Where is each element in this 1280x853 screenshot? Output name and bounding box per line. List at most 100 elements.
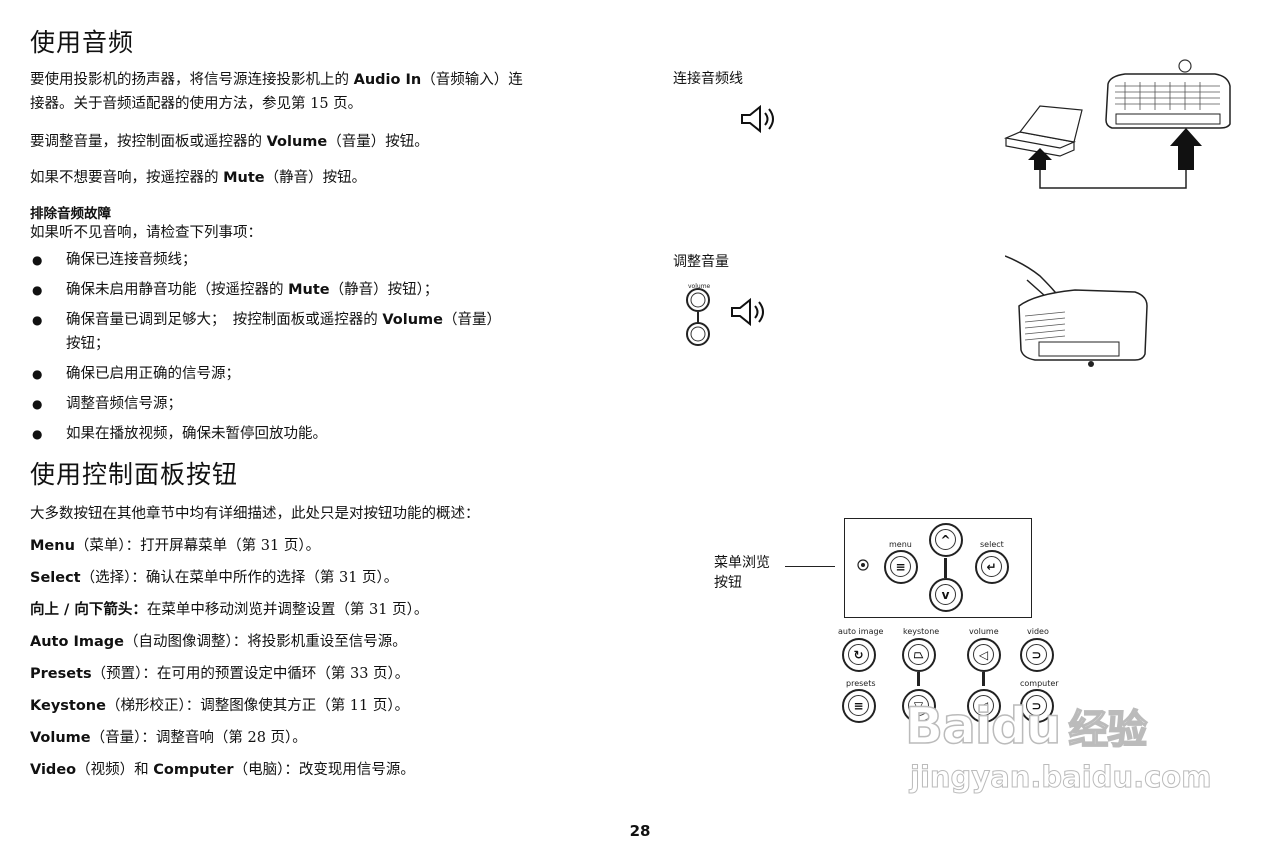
list-item: 向上 / 向下箭头：在菜单中移动浏览并调整设置（第 31 页）。 xyxy=(30,598,630,622)
list-icon: ≡ xyxy=(848,695,869,716)
speaker-icon xyxy=(731,297,764,327)
trapezoid-inverted-icon: ▽ xyxy=(908,695,929,716)
panel-intro: 大多数按钮在其他章节中均有详细描述，此处只是对按钮功能的概述： xyxy=(30,506,480,522)
figure-label-adjust: 调整音量 xyxy=(673,254,729,270)
text: （自动图像调整）：将投影机重设至信号源。 xyxy=(124,634,407,650)
troubleshoot-list: ● 确保已连接音频线； ● 确保未启用静音功能（按遥控器的 Mute（静音）按钮）；… xyxy=(30,248,630,446)
text: 按钮； xyxy=(66,336,110,352)
list-item: Presets（预置）：在可用的预置设定中循环（第 33 页）。 xyxy=(30,662,630,686)
panel-label-menu: menu xyxy=(889,540,912,549)
text: 如果不想要音响，按遥控器的 xyxy=(30,170,219,186)
text: 在菜单中移动浏览并调整设置（第 31 页）。 xyxy=(146,602,429,618)
trapezoid-icon: ⏢ xyxy=(908,644,929,665)
volume-small-label: volume xyxy=(688,283,711,290)
panel-label-auto-image: auto image xyxy=(838,627,884,636)
text: （音频输入）连 xyxy=(421,72,523,88)
text: 按钮 xyxy=(714,575,742,591)
source-icon: ⊃ xyxy=(1026,644,1047,665)
text: 确保已连接音频线； xyxy=(66,252,197,268)
speaker-icon: ◁ xyxy=(973,644,994,665)
text: （音量）按钮。 xyxy=(327,134,429,150)
bullet-icon: ● xyxy=(32,397,43,411)
bold-term: Volume xyxy=(30,730,91,746)
panel-label-presets: presets xyxy=(846,679,876,688)
list-item: ●确保音量已调到足够大； 按控制面板或遥控器的 Volume（音量）按钮； xyxy=(30,308,630,356)
list-item: ●调整音频信号源； xyxy=(30,392,630,416)
audio-paragraph-2: 要调整音量，按控制面板或遥控器的 Volume（音量）按钮。 xyxy=(30,130,630,154)
up-arrow-button[interactable]: ^ xyxy=(929,523,963,557)
bold-term: Mute xyxy=(288,282,330,298)
list-item: ● 确保未启用静音功能（按遥控器的 Mute（静音）按钮）； xyxy=(30,278,630,302)
bold-term: Computer xyxy=(153,762,234,778)
panel-label-keystone: keystone xyxy=(903,627,940,636)
panel-label-volume: volume xyxy=(969,627,999,636)
volume-up-button[interactable]: ◁ xyxy=(967,638,1001,672)
divider xyxy=(944,558,947,578)
bullet-icon: ● xyxy=(32,253,43,267)
speaker-icon: ◁ xyxy=(973,695,994,716)
text: 要使用投影机的扬声器，将信号源连接投影机上的 xyxy=(30,72,349,88)
list-item: ● 确保已连接音频线； xyxy=(30,248,630,272)
computer-button[interactable]: ⊃ xyxy=(1020,689,1054,723)
video-button[interactable]: ⊃ xyxy=(1020,638,1054,672)
source-icon: ⊃ xyxy=(1026,695,1047,716)
bold-term: 向上 / 向下箭头： xyxy=(30,602,147,618)
list-item: Keystone（梯形校正）：调整图像使其方正（第 11 页）。 xyxy=(30,694,630,718)
bold-term: Presets xyxy=(30,666,92,682)
text: （音量）：调整音响（第 28 页）。 xyxy=(90,730,307,746)
bullet-icon: ● xyxy=(32,427,43,441)
page-number: 28 xyxy=(629,822,651,840)
text: 要调整音量，按控制面板或遥控器的 xyxy=(30,134,262,150)
bullet-icon: ● xyxy=(32,283,43,297)
leader-line xyxy=(785,566,835,567)
audio-paragraph-3: 如果不想要音响，按遥控器的 Mute（静音）按钮。 xyxy=(30,166,630,190)
text: （视频）和 xyxy=(76,762,149,778)
text: （选择）：确认在菜单中所作的选择（第 31 页）。 xyxy=(80,570,399,586)
section-title-audio: 使用音频 xyxy=(30,28,135,57)
select-button[interactable]: ↵ xyxy=(975,550,1009,584)
list-item: Auto Image（自动图像调整）：将投影机重设至信号源。 xyxy=(30,630,630,654)
text: 菜单浏览 xyxy=(714,555,770,571)
bold-term: Volume xyxy=(266,134,328,150)
enter-icon: ↵ xyxy=(981,556,1002,577)
text: （音量） xyxy=(443,312,501,328)
bold-term: Volume xyxy=(382,312,443,328)
text: （梯形校正）：调整图像使其方正（第 11 页）。 xyxy=(105,698,410,714)
presets-button[interactable]: ≡ xyxy=(842,689,876,723)
text: 接器。关于音频适配器的使用方法，参见第 15 页。 xyxy=(30,96,363,112)
text: 确保音量已调到足够大； 按控制面板或遥控器的 xyxy=(66,312,378,328)
hand-pressing-projector-illustration xyxy=(1005,255,1148,367)
menu-nav-label: 菜单浏览 按钮 xyxy=(714,553,770,593)
keystone-down-button[interactable]: ▽ xyxy=(902,689,936,723)
watermark-url: jingyan.baidu.com xyxy=(909,760,1212,795)
bold-term: Menu xyxy=(30,538,75,554)
down-arrow-button[interactable]: v xyxy=(929,578,963,612)
audio-paragraph-1: 要使用投影机的扬声器，将信号源连接投影机上的 Audio In（音频输入）连 接… xyxy=(30,68,630,116)
text: （预置）：在可用的预置设定中循环（第 33 页）。 xyxy=(91,666,410,682)
list-item: Menu（菜单）：打开屏幕菜单（第 31 页）。 xyxy=(30,534,630,558)
auto-image-button[interactable]: ↻ xyxy=(842,638,876,672)
bold-term: Audio In xyxy=(353,72,422,88)
chevron-down-icon: v xyxy=(935,584,956,605)
divider xyxy=(982,672,985,686)
bold-term: Mute xyxy=(223,170,265,186)
text: （静音）按钮）； xyxy=(329,282,439,298)
text: （菜单）：打开屏幕菜单（第 31 页）。 xyxy=(74,538,321,554)
volume-buttons-illustration xyxy=(686,288,710,346)
bold-term: Video xyxy=(30,762,77,778)
volume-down-button[interactable]: ◁ xyxy=(967,689,1001,723)
troubleshoot-intro: 如果听不见音响，请检查下列事项： xyxy=(30,225,262,241)
keystone-up-button[interactable]: ⏢ xyxy=(902,638,936,672)
menu-button[interactable]: ≡ xyxy=(884,550,918,584)
section-title-panel: 使用控制面板按钮 xyxy=(30,460,239,489)
text: 经验 xyxy=(1068,706,1149,754)
indicator-light-icon xyxy=(857,559,869,571)
panel-label-select: select xyxy=(980,540,1004,549)
text: Baidu xyxy=(904,696,1062,756)
refresh-icon: ↻ xyxy=(848,644,869,665)
text: 确保未启用静音功能（按遥控器的 xyxy=(66,282,284,298)
text: 如果在播放视频，确保未暂停回放功能。 xyxy=(66,426,327,442)
bold-term: Select xyxy=(30,570,81,586)
menu-nav-panel xyxy=(844,518,1032,618)
